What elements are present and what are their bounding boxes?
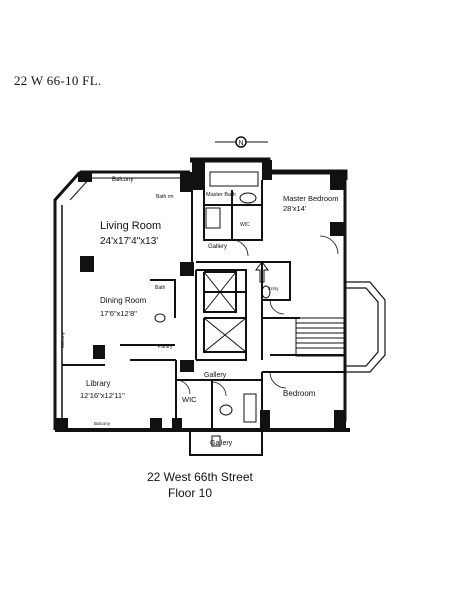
stairs [295,317,345,357]
master-bedroom-label: Master Bedroom [283,194,338,203]
library-label: Library [86,379,110,388]
gallery-mid-label: Gallery [204,372,227,379]
balcony-side-label: Balcony [60,331,65,348]
lower-gallery-walls [189,430,263,456]
living-room-size: 24'x17'4"x13' [100,236,158,247]
bath-top-label: Bath rm [156,194,174,200]
bedroom-label: Bedroom [283,389,316,398]
caption-floor: Floor 10 [168,486,213,500]
entry-arrow-icon [255,261,269,283]
bay-window [345,281,386,373]
dining-room-size: 17'6"x12'8" [100,309,137,318]
plan-title: 22 W 66-10 FL. [14,73,102,88]
living-room-label: Living Room [100,220,161,232]
wd-label: W/D [180,362,189,367]
compass-icon: N [215,136,268,148]
master-bedroom-size: 28'x14' [283,204,307,213]
wic-small-label: WIC [240,222,250,228]
elevator-shafts [203,271,247,353]
doors [175,235,339,397]
library-size: 12'16"x12'11" [80,391,125,400]
master-bath-label: Master Bath [206,192,236,198]
entry-label: Entry [268,286,279,291]
wic-large-label: WIC [182,395,197,404]
bath-fixtures [154,171,271,423]
pantry-label: Pantry [158,344,173,350]
compass-label: N [238,140,243,147]
caption-address: 22 West 66th Street [147,470,253,484]
gallery-lower-label: Gallery [210,440,233,447]
bath-left-label: Bath [155,285,166,291]
balcony-label: Balcony [112,177,133,183]
gallery-upper-label: Gallery [208,244,227,250]
dining-room-label: Dining Room [100,296,147,305]
balcony-bottom-label: Balcony [94,421,111,426]
